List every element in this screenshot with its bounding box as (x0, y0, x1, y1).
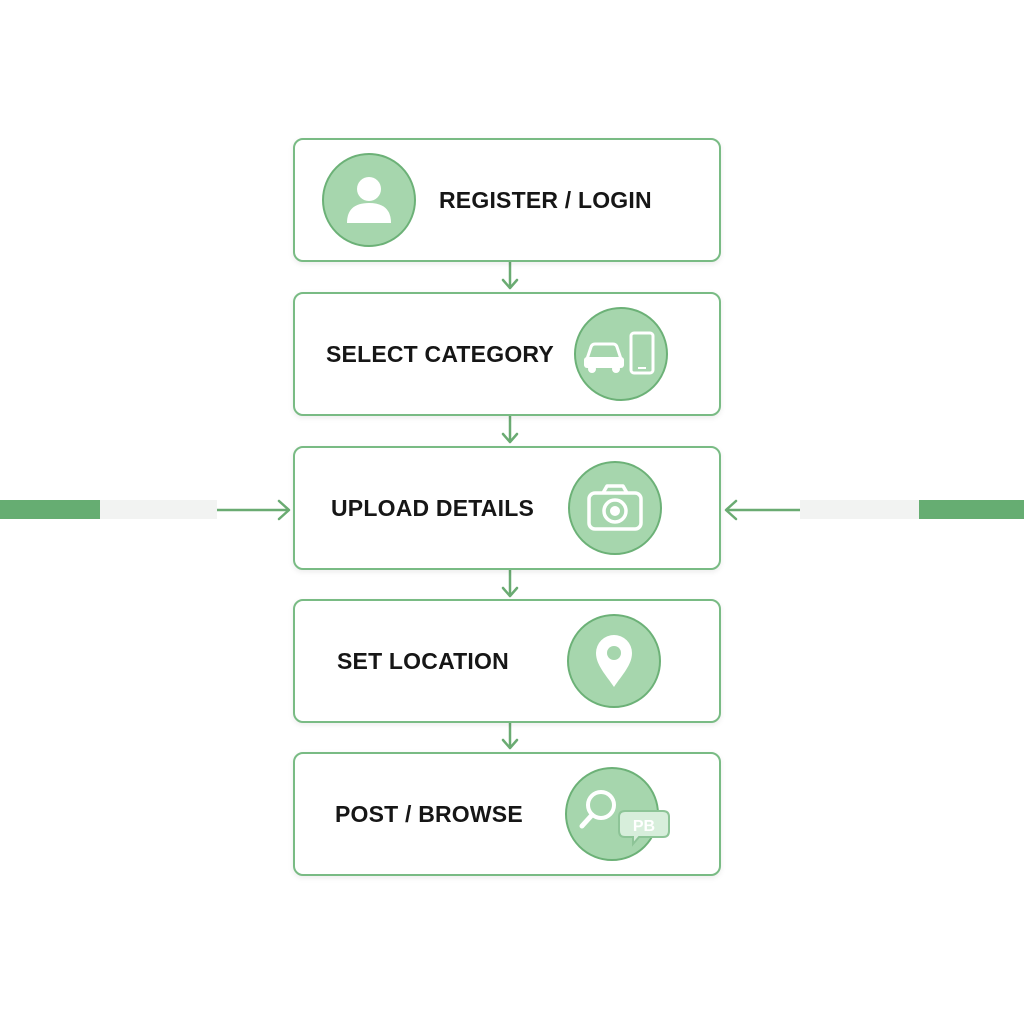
step-register-login: REGISTER / LOGIN (293, 138, 721, 262)
step-label: POST / BROWSE (335, 800, 523, 827)
car-and-phone-icon (584, 331, 655, 375)
post-browse-icon-circle: PB (565, 767, 670, 861)
location-pin-icon (596, 635, 632, 687)
right-progress-bar-filled (919, 500, 1024, 519)
connector-arrow-3 (501, 570, 519, 598)
search-and-chat-icon: PB (579, 790, 670, 847)
connector-arrow-1 (501, 262, 519, 290)
step-label: UPLOAD DETAILS (331, 494, 534, 521)
user-icon-circle (322, 153, 416, 247)
step-label: REGISTER / LOGIN (439, 186, 652, 213)
step-post-browse: POST / BROWSE PB (293, 752, 721, 876)
left-arrow (217, 499, 291, 521)
step-upload-details: UPLOAD DETAILS (293, 446, 721, 570)
right-progress-bar-track (800, 500, 919, 519)
step-label: SELECT CATEGORY (326, 340, 554, 367)
left-progress-bar-track (100, 500, 217, 519)
category-icon-circle (574, 307, 668, 401)
location-icon-circle (567, 614, 661, 708)
right-arrow (724, 499, 800, 521)
camera-icon (587, 484, 643, 531)
chat-badge-text: PB (633, 818, 655, 835)
step-label: SET LOCATION (337, 647, 509, 674)
user-icon (347, 177, 391, 223)
connector-arrow-4 (501, 722, 519, 750)
step-set-location: SET LOCATION (293, 599, 721, 723)
connector-arrow-2 (501, 416, 519, 444)
camera-icon-circle (568, 461, 662, 555)
left-progress-bar-filled (0, 500, 100, 519)
step-select-category: SELECT CATEGORY (293, 292, 721, 416)
